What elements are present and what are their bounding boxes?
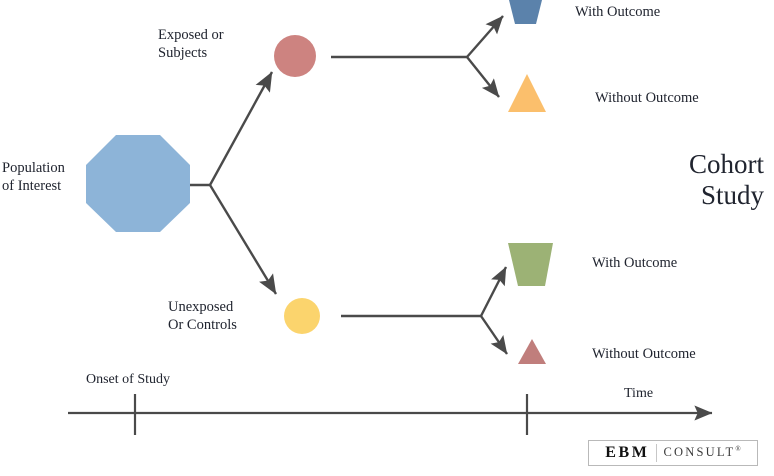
population-label: Population of Interest (2, 160, 65, 194)
unexposed-group-label: Unexposed Or Controls (168, 299, 237, 333)
unexposed-with-outcome-label: With Outcome (592, 255, 678, 271)
exposed-without-outcome-label: Without Outcome (595, 90, 699, 106)
connector-exposed-without-outcome (466, 56, 500, 98)
diagram-title: Cohort Study (688, 149, 764, 211)
connector-to-unexposed (208, 184, 278, 295)
onset-of-study-label: Onset of Study (86, 372, 170, 387)
connector-exposed-with-outcome (466, 15, 504, 58)
exposed-with-outcome-trapezoid (509, 0, 542, 24)
exposed-group-label: Exposed or Subjects (158, 27, 224, 61)
ebm-consult-logo[interactable]: EBM CONSULT® (588, 440, 758, 466)
logo-secondary-text: CONSULT® (657, 445, 741, 460)
connector-unexposed-with-outcome (479, 266, 508, 317)
logo-secondary-label: CONSULT (663, 445, 736, 460)
exposed-without-outcome-triangle (508, 74, 546, 112)
unexposed-circle (284, 298, 320, 334)
exposed-circle (274, 35, 316, 77)
registered-trademark-icon: ® (735, 445, 741, 454)
connector-unexposed-without-outcome (480, 315, 508, 355)
logo-primary-text: EBM (605, 444, 657, 462)
population-octagon (86, 135, 190, 232)
connector-to-exposed (208, 71, 274, 186)
unexposed-without-outcome-label: Without Outcome (592, 346, 696, 362)
time-axis-label: Time (624, 386, 654, 401)
exposed-with-outcome-label: With Outcome (575, 4, 661, 20)
unexposed-without-outcome-triangle (518, 339, 546, 364)
unexposed-with-outcome-trapezoid (508, 243, 553, 286)
